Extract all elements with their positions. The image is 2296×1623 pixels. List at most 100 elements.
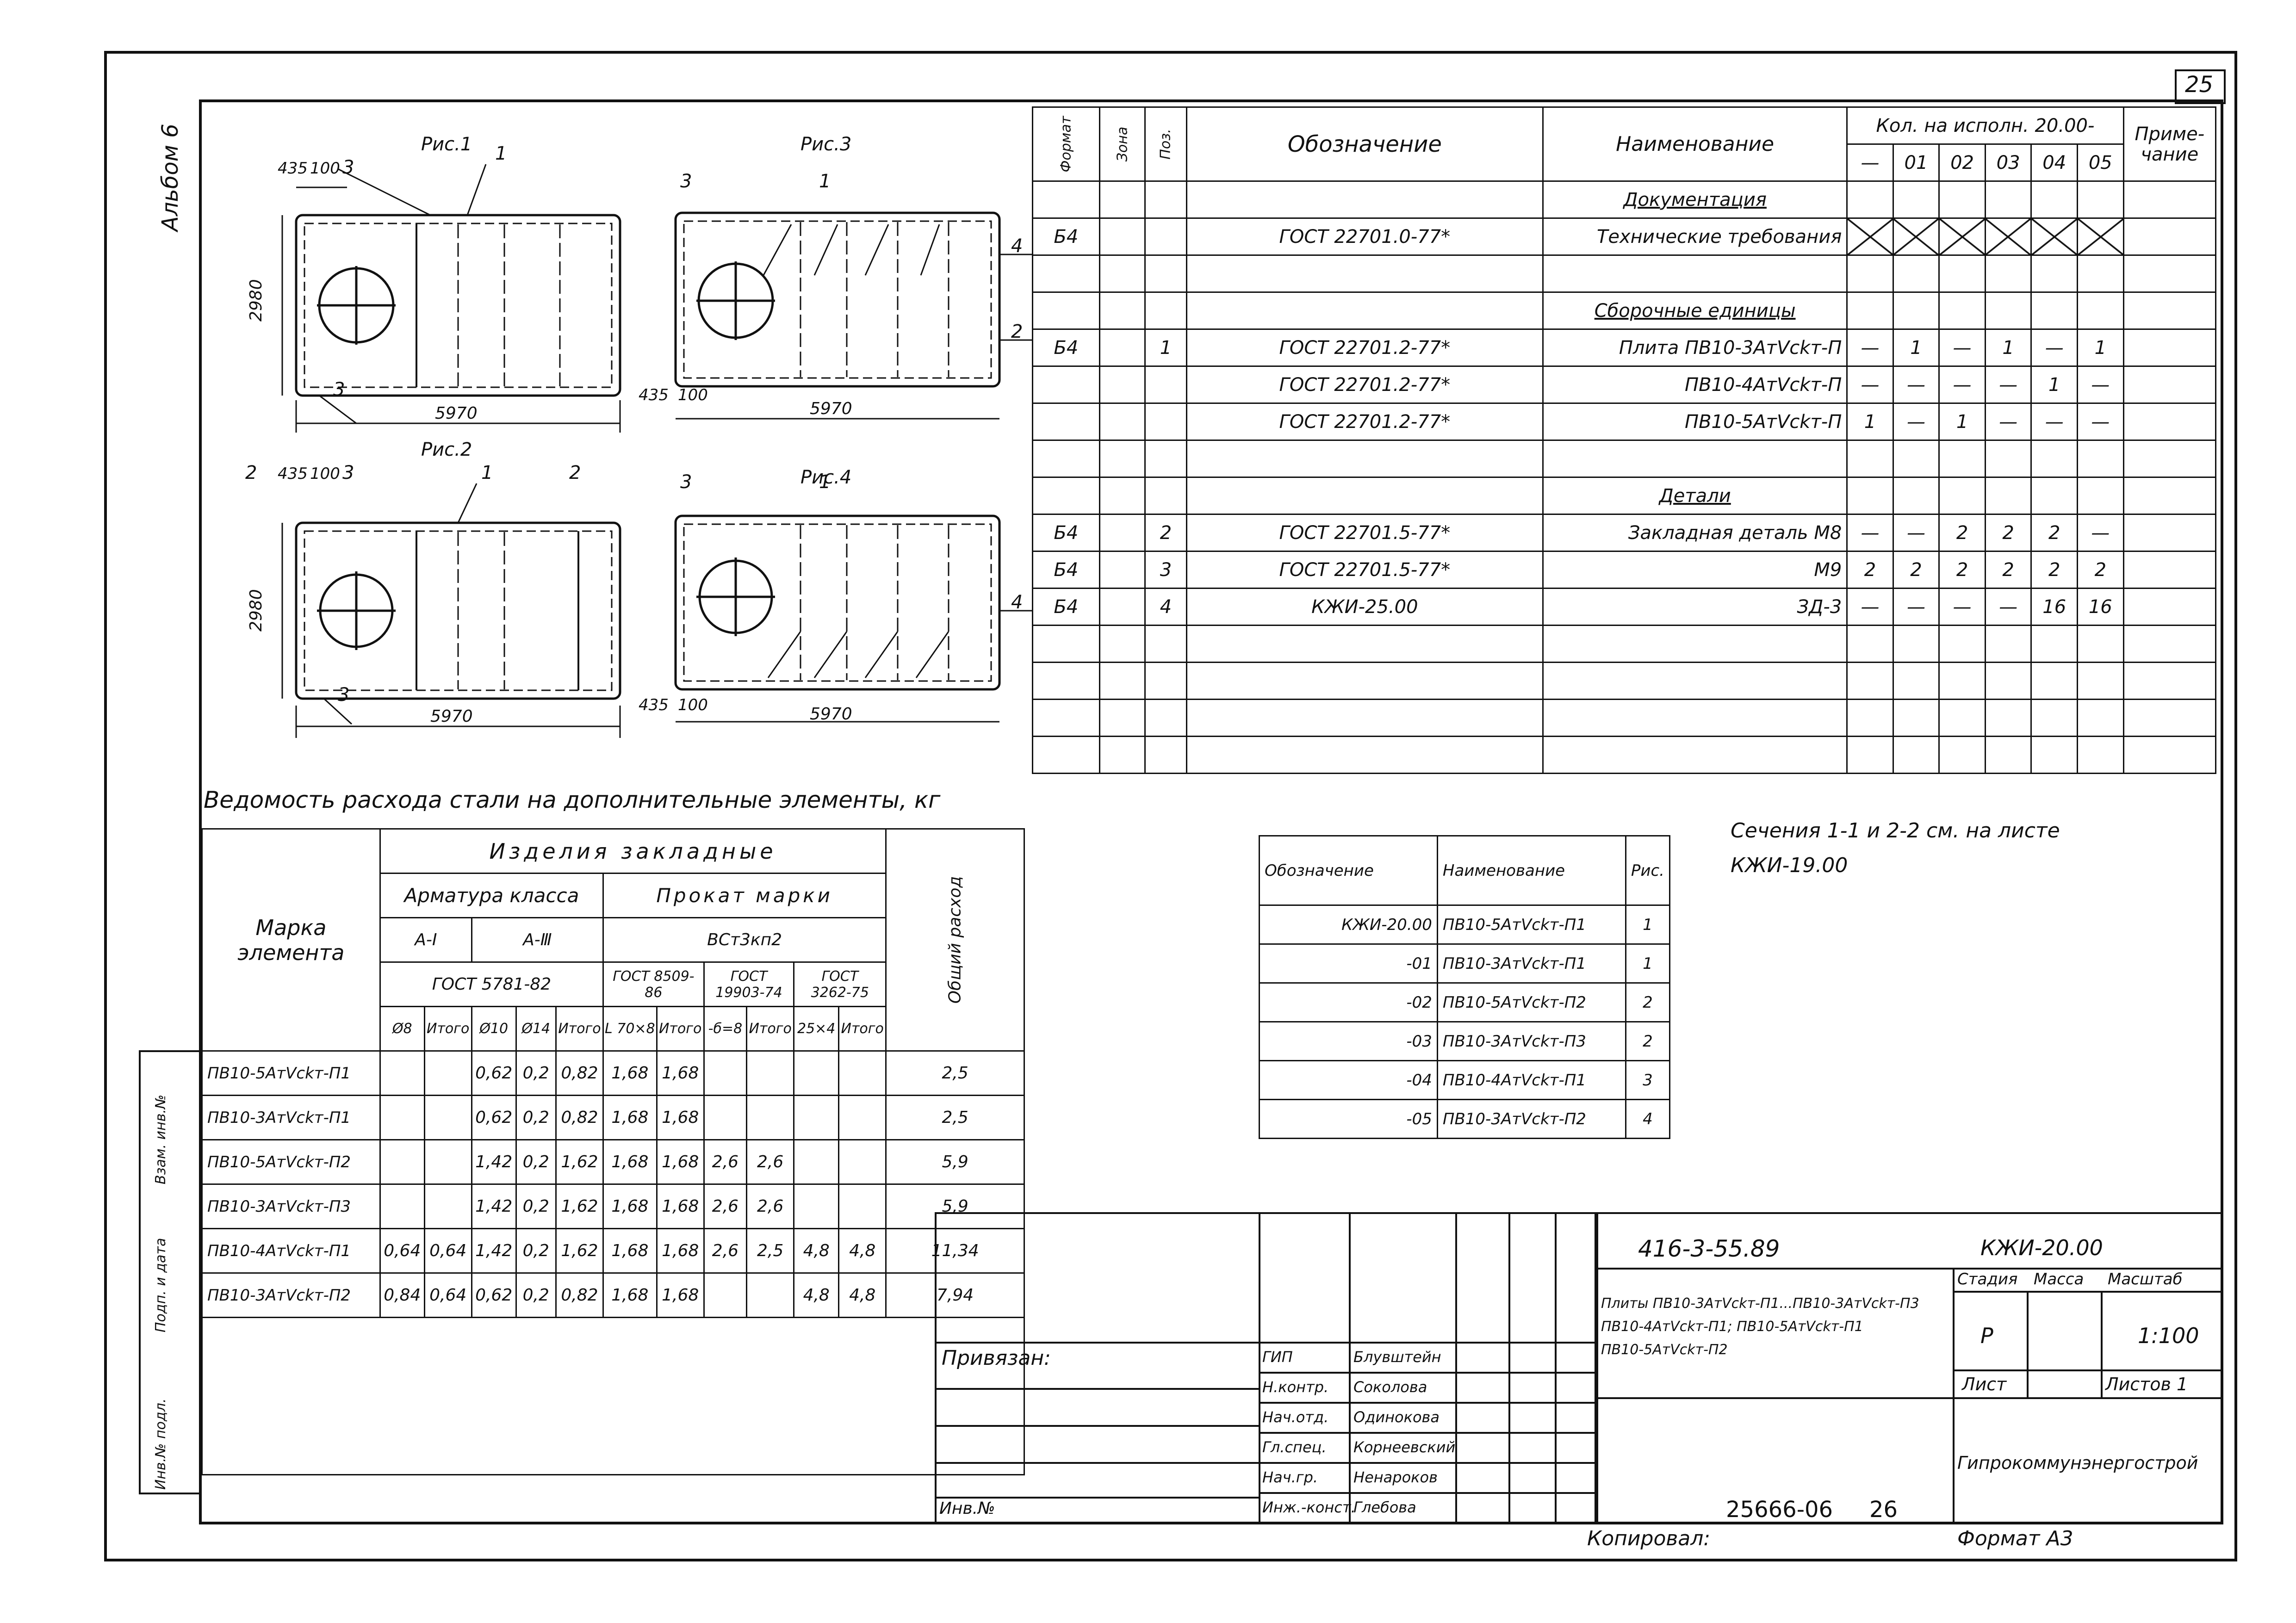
spec-empty-cell (2077, 736, 2124, 774)
fig1-dim-w: 5970 (435, 404, 478, 423)
steel-header-gost2: ГОСТ 19903-74 (703, 961, 795, 1007)
legend-header-fig: Рис. (1625, 835, 1671, 906)
spec-qty (1984, 254, 2032, 293)
steel-total: 5,9 (885, 1183, 1025, 1229)
stage-header: Стадия (1957, 1270, 2018, 1288)
spec-qty: 1 (2030, 365, 2078, 404)
spec-pos: 3 (1144, 551, 1187, 589)
spec-name: Детали (1542, 477, 1848, 515)
spec-note (2122, 328, 2217, 367)
steel-value: 1,62 (555, 1139, 604, 1185)
steel-mark: ПВ10-3АтⅤckт-П3 (201, 1183, 381, 1229)
sheets-label: Листов 1 (2105, 1374, 2188, 1394)
spec-note (2122, 514, 2217, 552)
spec-header-name: Наименование (1542, 106, 1848, 182)
spec-row: Детали (1032, 477, 2217, 515)
signature-role: ГИП (1262, 1348, 1293, 1366)
title-block (935, 1212, 2223, 1524)
steel-sub-header-9: 25×4 (793, 1006, 840, 1052)
steel-value: 1,42 (471, 1139, 517, 1185)
spec-format: Б4 (1032, 217, 1100, 256)
legend-name: ПВ10-5АтⅤckт-П1 (1436, 904, 1626, 945)
spec-qty: — (1892, 514, 1940, 552)
spec-qty (1892, 217, 1940, 256)
spec-qty: — (2030, 328, 2078, 367)
spec-qty: — (1846, 365, 1894, 404)
spec-qty (1938, 180, 1986, 219)
side-stamp-2: Подп. и дата (153, 1238, 169, 1332)
spec-empty-cell (2077, 699, 2124, 737)
steel-mark: ПВ10-3АтⅤckт-П1 (201, 1095, 381, 1140)
steel-value: 0,82 (555, 1272, 604, 1318)
note-line-2: КЖИ-19.00 (1731, 854, 1848, 877)
spec-qty (1938, 291, 1986, 330)
spec-qty: 1 (1846, 403, 1894, 441)
spec-empty-cell (2122, 736, 2217, 774)
spec-qty (1938, 477, 1986, 515)
spec-pos (1144, 403, 1187, 441)
steel-value (838, 1095, 887, 1140)
spec-zone (1098, 365, 1146, 404)
spec-row: Сборочные единицы (1032, 291, 2217, 330)
spec-qty (1984, 440, 2032, 478)
spec-qty-col-4: 04 (2030, 143, 2078, 182)
fig3-dim-a: 435 (639, 386, 669, 404)
spec-format: Б4 (1032, 514, 1100, 552)
signature-person: Корнеевский (1353, 1438, 1456, 1456)
spec-qty (1846, 440, 1894, 478)
steel-mark: ПВ10-3АтⅤckт-П2 (201, 1272, 381, 1318)
legend-name: ПВ10-5АтⅤckт-П2 (1436, 982, 1626, 1022)
spec-qty (2077, 180, 2124, 219)
inv-label: Инв.№ (939, 1499, 995, 1518)
spec-qty: — (2077, 403, 2124, 441)
signature-person: Глебова (1353, 1499, 1416, 1516)
spec-qty (1892, 254, 1940, 293)
spec-empty-cell (2077, 662, 2124, 700)
signature-role: Нач.отд. (1262, 1408, 1329, 1426)
steel-header-ai: А-Ⅰ (379, 917, 472, 963)
spec-designation: КЖИ-25.00 (1185, 588, 1544, 626)
legend-header-name: Наименование (1436, 835, 1626, 906)
spec-row: ГОСТ 22701.2-77*ПВ10-4АтⅤckт-П————1— (1032, 365, 2217, 404)
mass-header: Масса (2034, 1270, 2084, 1288)
steel-value (746, 1272, 795, 1318)
spec-qty (1938, 440, 1986, 478)
plate-drawings: Рис.1 435 100 3 1 2980 3 5970 Рис.2 2 43… (245, 134, 1032, 738)
spec-qty: — (2077, 514, 2124, 552)
spec-empty-cell (1938, 736, 1986, 774)
steel-value: 0,82 (555, 1050, 604, 1096)
spec-empty-cell (1144, 662, 1187, 700)
steel-value: 1,68 (656, 1228, 705, 1274)
spec-empty-cell (2122, 625, 2217, 663)
copied-by: Копировал: (1587, 1527, 1711, 1550)
signature-role: Нач.гр. (1262, 1468, 1318, 1486)
steel-value: 1,68 (656, 1050, 705, 1096)
spec-qty (1846, 254, 1894, 293)
title-desc-3: ПВ10-5АтⅤckт-П2 (1601, 1342, 1728, 1358)
spec-qty: — (1846, 588, 1894, 626)
spec-note (2122, 180, 2217, 219)
spec-empty-cell (1846, 625, 1894, 663)
spec-format (1032, 291, 1100, 330)
signature-role: Инж.-конст. (1262, 1499, 1356, 1516)
spec-empty-cell (1938, 699, 1986, 737)
steel-value: 2,6 (703, 1139, 748, 1185)
spec-empty-cell (2030, 625, 2078, 663)
side-stamp-3: Взам. инв.№ (153, 1094, 169, 1184)
fig3-dim-w: 5970 (810, 399, 852, 418)
spec-empty-cell (1542, 625, 1848, 663)
steel-value: 0,2 (515, 1272, 557, 1318)
spec-zone (1098, 588, 1146, 626)
spec-qty (1846, 180, 1894, 219)
steel-value: 0,62 (471, 1272, 517, 1318)
spec-pos (1144, 440, 1187, 478)
spec-qty (1892, 291, 1940, 330)
spec-empty-cell (1984, 736, 2032, 774)
spec-empty-cell (1846, 662, 1894, 700)
